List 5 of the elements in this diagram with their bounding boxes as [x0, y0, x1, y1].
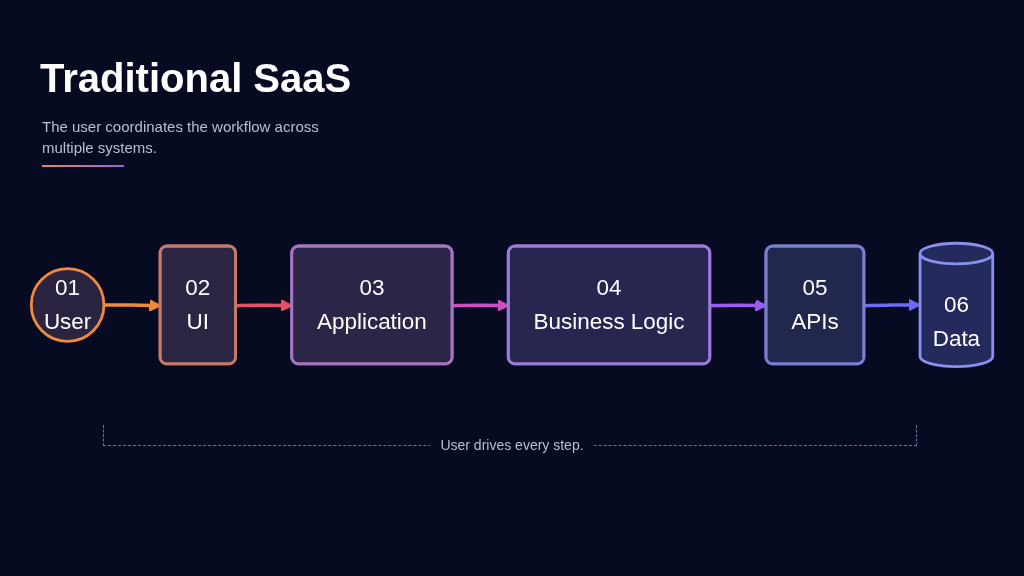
note: User drives every step.	[430, 437, 594, 453]
arrow	[864, 298, 921, 312]
node-circle: 01 User	[29, 267, 106, 343]
title: Traditional SaaS	[40, 56, 352, 101]
subtitle: The user coordinates the workflow across multiple systems.	[42, 117, 320, 158]
